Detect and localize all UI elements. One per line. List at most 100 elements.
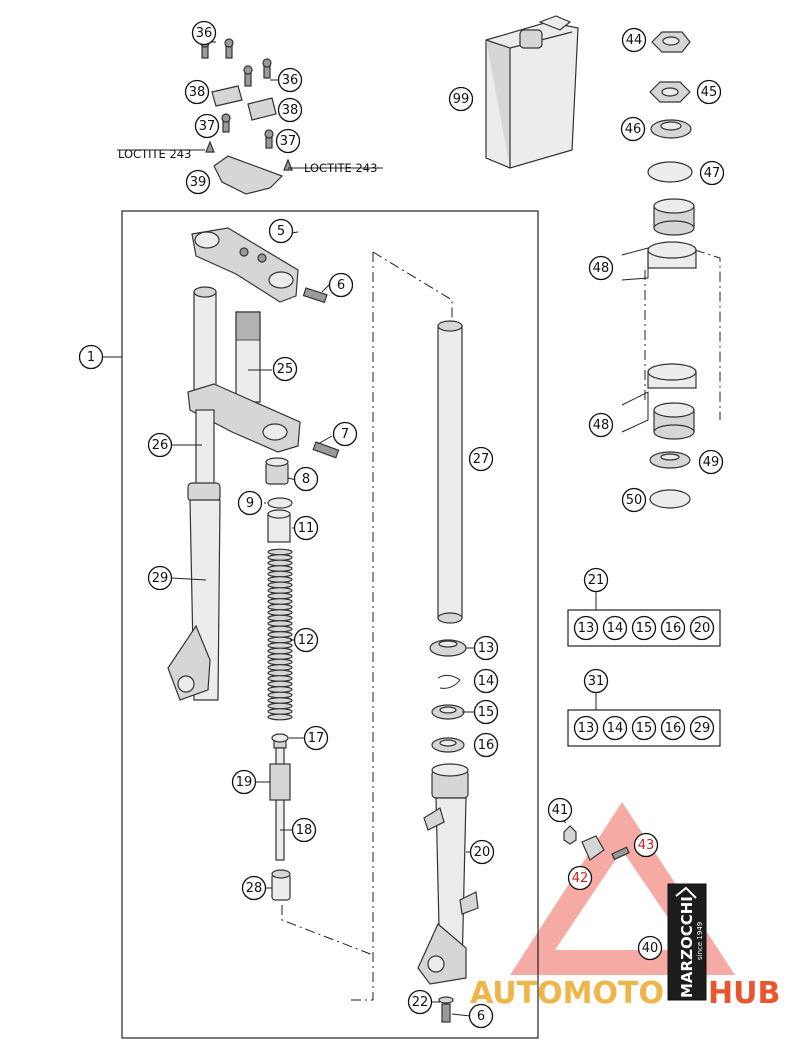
callout-label: 39	[190, 175, 207, 190]
callout-label: 36	[282, 73, 299, 88]
callout-7: 7	[332, 421, 358, 447]
callout-44: 44	[621, 27, 647, 53]
callout-label: 11	[298, 521, 315, 536]
callout-label: 16	[478, 738, 495, 753]
callout-label: 48	[593, 261, 610, 276]
kit-item-15: 15	[631, 615, 657, 641]
kit-item-29: 29	[689, 715, 715, 741]
marzocchi-logo-icon	[675, 886, 697, 899]
callout-label: 7	[341, 427, 349, 442]
callout-26: 26	[147, 432, 173, 458]
callout-label: 26	[152, 438, 169, 453]
callout-layer: 3636383837373999444546474848495056125726…	[78, 20, 725, 1029]
callout-label: 6	[477, 1009, 485, 1024]
watermark-part2: HUB	[708, 976, 780, 1011]
callout-label: 6	[337, 278, 345, 293]
callout-48: 48	[588, 412, 614, 438]
callout-label: 36	[196, 26, 213, 41]
callout-11: 11	[293, 515, 319, 541]
inner-fork-tube	[437, 320, 463, 624]
callout-31: 31	[583, 668, 609, 694]
callout-label: 38	[282, 103, 299, 118]
bottom-bolts	[438, 996, 454, 1023]
callout-label: 15	[478, 705, 495, 720]
kit-item-15: 15	[631, 715, 657, 741]
kit-item-14: 14	[602, 715, 628, 741]
kit-box-31	[567, 709, 721, 747]
handlebar-clamp-group	[117, 38, 383, 195]
kit-item-label: 16	[665, 621, 682, 636]
callout-label: 43	[638, 838, 655, 853]
callout-46: 46	[620, 116, 646, 142]
callout-1: 1	[78, 344, 104, 370]
watermark-text: AUTOMOTO HUB	[470, 976, 780, 1011]
kit-item-16: 16	[660, 715, 686, 741]
watermark-part1: AUTOMOTO	[470, 976, 664, 1011]
callout-label: 40	[642, 941, 659, 956]
callout-43: 43	[633, 832, 659, 858]
callout-39: 39	[185, 169, 211, 195]
kit-item-label: 13	[578, 721, 595, 736]
kit-item-label: 29	[694, 721, 711, 736]
callout-label: 13	[478, 641, 495, 656]
callout-label: 44	[626, 33, 643, 48]
callout-36: 36	[191, 20, 217, 46]
callout-29: 29	[147, 565, 173, 591]
oil-can-illustration	[485, 15, 579, 169]
callout-label: 22	[412, 995, 429, 1010]
callout-37: 37	[194, 113, 220, 139]
kit-item-13: 13	[573, 715, 599, 741]
lower-triple-clamp	[187, 286, 340, 459]
brand-name: MARZOCCHI	[678, 896, 696, 998]
kit-31-items: 13 14 15 16 29	[573, 715, 715, 741]
callout-label: 18	[296, 823, 313, 838]
callout-label: 42	[572, 871, 589, 886]
callout-label: 37	[199, 119, 216, 134]
callout-label: 14	[478, 674, 495, 689]
callout-37: 37	[275, 128, 301, 154]
callout-42: 42	[567, 865, 593, 891]
callout-label: 25	[277, 362, 294, 377]
callout-19: 19	[231, 769, 257, 795]
callout-45: 45	[696, 79, 722, 105]
callout-label: 21	[588, 573, 605, 588]
callout-9: 9	[237, 490, 263, 516]
callout-6: 6	[468, 1003, 494, 1029]
callout-47: 47	[699, 160, 725, 186]
callout-label: 99	[453, 92, 470, 107]
kit-item-label: 15	[636, 721, 653, 736]
brand-sub: since 1949	[696, 922, 704, 960]
assembled-fork-leg	[167, 409, 221, 701]
fork-internals	[265, 457, 293, 543]
kit-item-20: 20	[689, 615, 715, 641]
kit-item-13: 13	[573, 615, 599, 641]
callout-14: 14	[473, 668, 499, 694]
callout-label: 48	[593, 418, 610, 433]
callout-label: 47	[704, 166, 721, 181]
callout-22: 22	[407, 989, 433, 1015]
callout-label: 20	[474, 845, 491, 860]
callout-label: 46	[625, 122, 642, 137]
callout-50: 50	[621, 487, 647, 513]
kit-item-label: 15	[636, 621, 653, 636]
callout-label: 45	[701, 85, 718, 100]
callout-41: 41	[547, 797, 573, 823]
callout-38: 38	[184, 79, 210, 105]
loctite-note-right: LOCTITE 243	[304, 161, 377, 175]
callout-label: 1	[87, 350, 95, 365]
kit-item-label: 16	[665, 721, 682, 736]
seal-kit-parts	[429, 639, 467, 753]
callout-99: 99	[448, 86, 474, 112]
callout-label: 12	[298, 633, 315, 648]
callout-18: 18	[291, 817, 317, 843]
kit-item-16: 16	[660, 615, 686, 641]
assembly-frame	[121, 210, 539, 1039]
kit-item-14: 14	[602, 615, 628, 641]
callout-40: 40	[637, 935, 663, 961]
callout-13: 13	[473, 635, 499, 661]
steering-bearing-parts	[621, 31, 697, 509]
callout-label: 29	[152, 571, 169, 586]
callout-6: 6	[328, 272, 354, 298]
